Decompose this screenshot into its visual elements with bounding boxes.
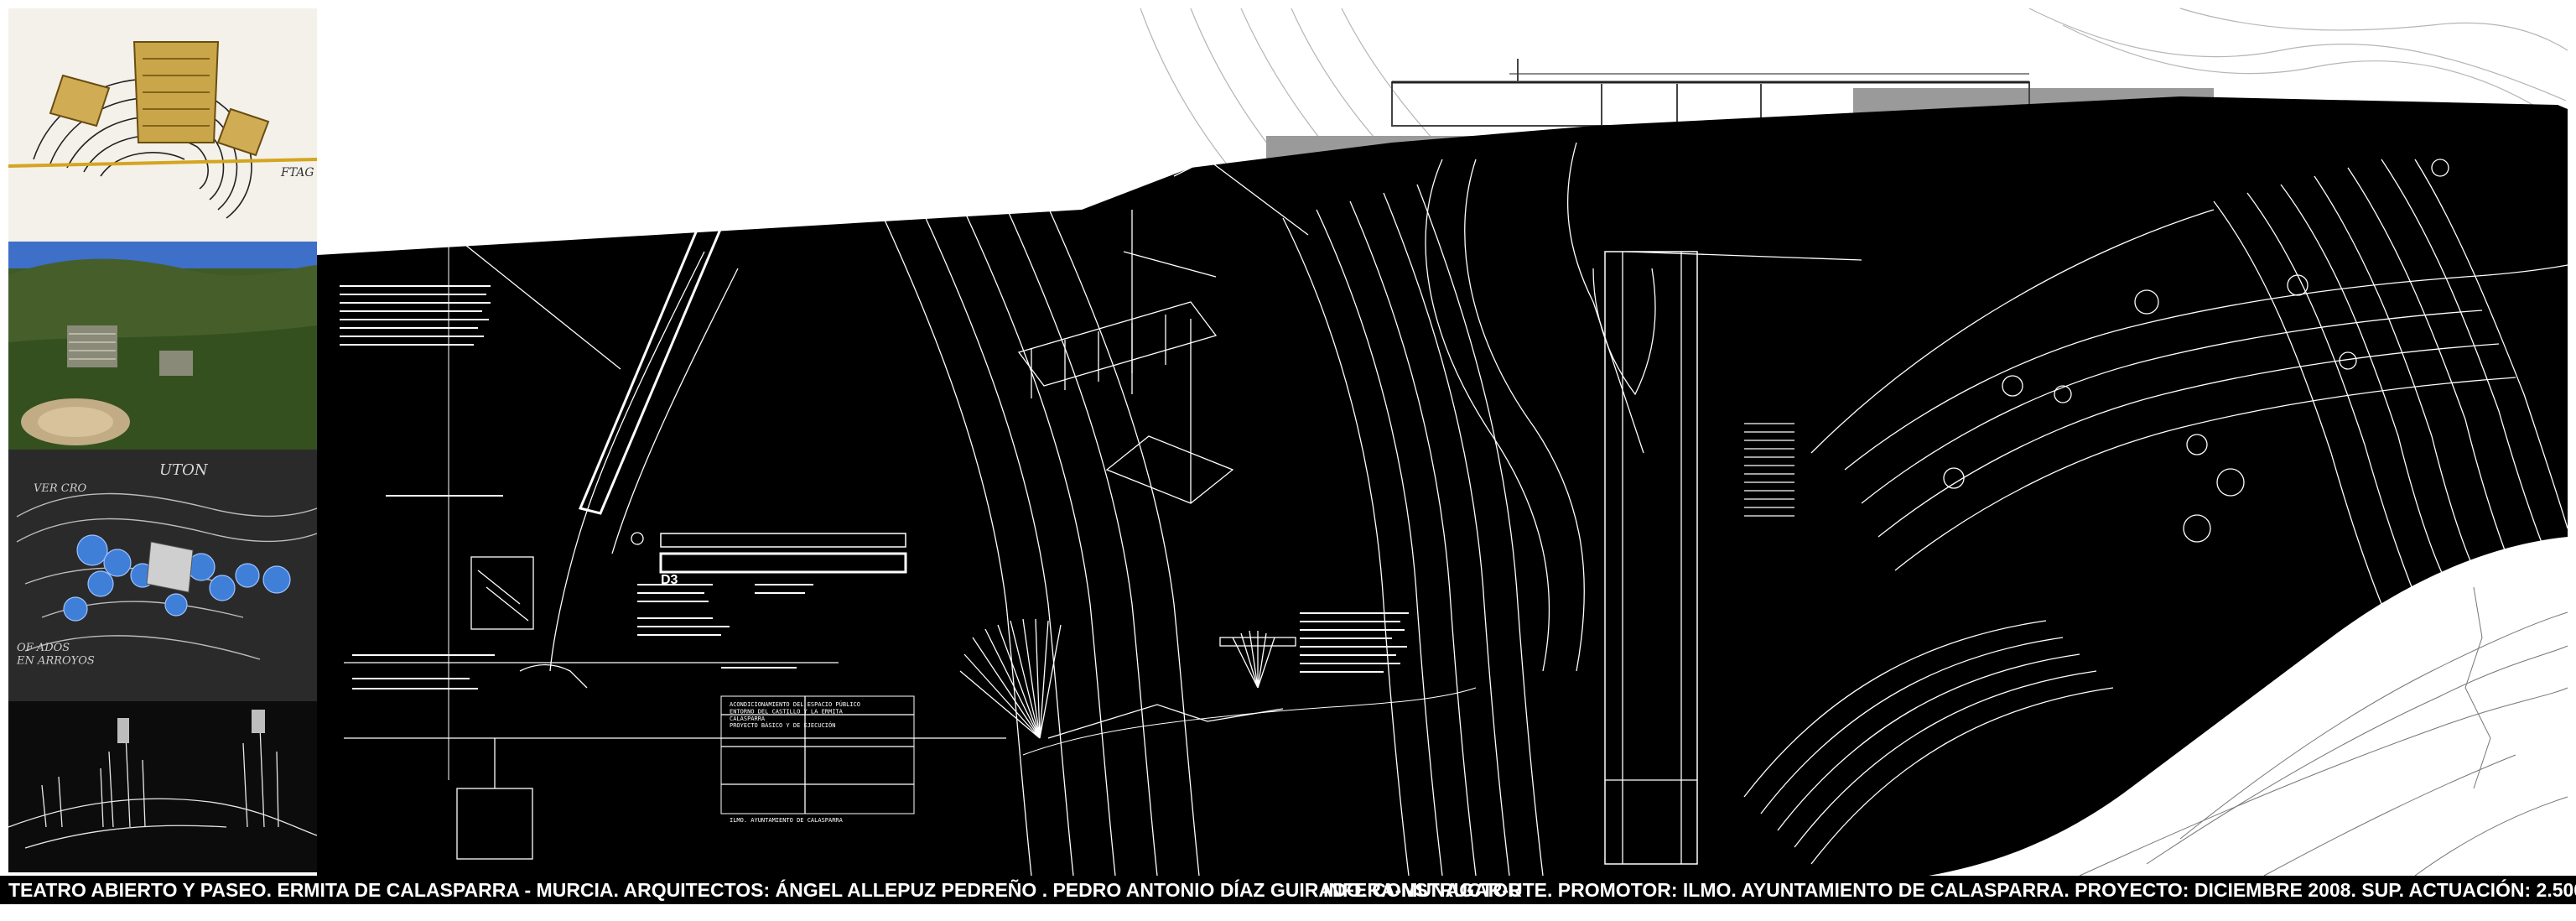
site-plan-black-field bbox=[317, 96, 2568, 876]
reference-thumbnails: FTAG bbox=[8, 8, 317, 872]
caption-right: INFERA-MUNAGAR-UTE. PROMOTOR: ILMO. AYUN… bbox=[1323, 879, 2576, 901]
annotation-blocks bbox=[340, 285, 1409, 689]
upper-contour-lines bbox=[1140, 8, 2568, 219]
title-block-promoter: ILMO. AYUNTAMIENTO DE CALASPARRA bbox=[730, 817, 844, 824]
sketch3-label-top-left: VER CRO bbox=[34, 482, 87, 495]
caption-left: TEATRO ABIERTO Y PASEO. ERMITA DE CALASP… bbox=[8, 879, 1522, 901]
sketch1-label: FTAG bbox=[280, 166, 314, 180]
stair-treads bbox=[1744, 423, 1794, 517]
sketch3-label-top: UTON bbox=[159, 461, 209, 479]
sketch-night-section bbox=[8, 701, 317, 872]
title-block-sheet-code: D3 bbox=[661, 573, 678, 587]
site-linework bbox=[344, 50, 2568, 877]
caption-bar: TEATRO ABIERTO Y PASEO. ERMITA DE CALASP… bbox=[0, 876, 2576, 904]
fan-rays bbox=[959, 618, 1296, 739]
photo-theatre-hillside bbox=[8, 242, 317, 450]
sketch-amphitheatre-plan: FTAG bbox=[8, 8, 317, 242]
lower-right-contours bbox=[2079, 586, 2568, 877]
